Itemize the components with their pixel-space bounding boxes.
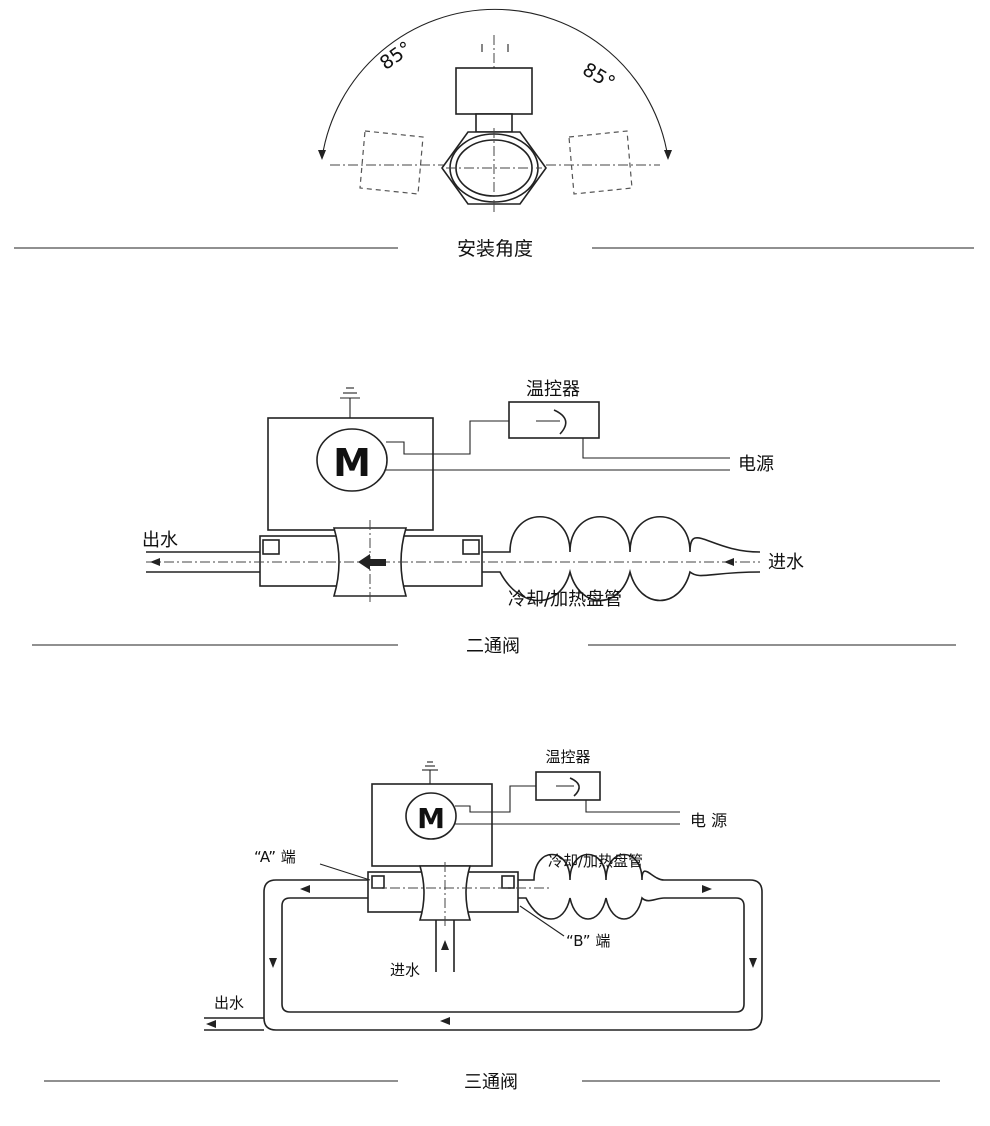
- port-a-label: “A” 端: [254, 848, 296, 866]
- power-label-3: 电 源: [690, 811, 727, 830]
- outlet-arrow-icon-3: [206, 1020, 216, 1028]
- coil-bottom-3: [518, 896, 665, 920]
- coil-label-3: 冷却/加热盘管: [548, 852, 643, 870]
- inlet-arrow-icon-3: [441, 940, 449, 950]
- thermostat-box: [508, 401, 600, 439]
- bypass-loop-inner: [281, 897, 745, 1013]
- motor-circle-3: [405, 792, 457, 840]
- loop-arrow-top-right: [702, 885, 712, 893]
- section-title-three-way-valve: 三通阀: [464, 1072, 518, 1093]
- arc-arrow-right: [664, 150, 672, 160]
- arc-arrow-left: [318, 150, 326, 160]
- wire-thermostat-power: [582, 438, 730, 459]
- inlet-label: 进水: [768, 552, 804, 573]
- coil-bottom: [482, 568, 761, 602]
- outlet-arrow-icon: [150, 558, 160, 566]
- bypass-loop-outer: [263, 879, 763, 1031]
- angle-label-right: 85°: [579, 58, 619, 94]
- tilted-position-right: [568, 130, 633, 195]
- section-title-two-way-valve: 二通阀: [466, 636, 520, 657]
- thermostat-switch-icon: [553, 409, 567, 435]
- loop-arrow-top-left: [300, 885, 310, 893]
- motor-label-3: M: [417, 802, 445, 835]
- inlet-arrow-icon: [724, 558, 734, 566]
- inlet-label-3: 进水: [390, 961, 420, 979]
- tilted-position-left: [359, 130, 424, 195]
- two-way-valve-figure: M 温控器 电源 出水 进水 冷却/加热盘管: [142, 379, 804, 610]
- wire-motor-thermostat-3: [455, 785, 536, 813]
- coil-label: 冷却/加热盘管: [508, 589, 622, 610]
- wire-motor-thermostat: [386, 420, 509, 455]
- section-title-installation-angle: 安装角度: [457, 238, 533, 260]
- motor-circle: [316, 428, 388, 492]
- port-b-label: “B” 端: [566, 932, 610, 950]
- coil-top: [482, 516, 761, 553]
- motor-label: M: [333, 441, 371, 485]
- loop-arrow-left: [269, 958, 277, 968]
- wire-thermostat-power-3: [585, 800, 680, 813]
- port-b-leader: [519, 905, 565, 937]
- outlet-label: 出水: [142, 530, 178, 551]
- valve-port-right: [462, 539, 480, 555]
- three-way-valve-figure: M 温控器 电 源 进水 冷却/加热盘管 出水: [204, 748, 763, 1031]
- thermostat-label: 温控器: [526, 379, 580, 400]
- actuator-head: [455, 67, 533, 115]
- thermostat-label-3: 温控器: [545, 748, 590, 766]
- port-a-leader: [319, 863, 371, 881]
- angle-label-left: 85°: [376, 37, 416, 74]
- loop-arrow-right: [749, 958, 757, 968]
- loop-arrow-bottom: [440, 1017, 450, 1025]
- angle-arc: [321, 8, 669, 159]
- outlet-label-3: 出水: [214, 994, 244, 1012]
- coil-top-3: [518, 853, 665, 881]
- valve-port-left: [262, 539, 280, 555]
- power-label: 电源: [738, 454, 774, 475]
- installation-angle-figure: 85° 85°: [318, 8, 672, 215]
- flow-arrow-icon: [358, 554, 370, 570]
